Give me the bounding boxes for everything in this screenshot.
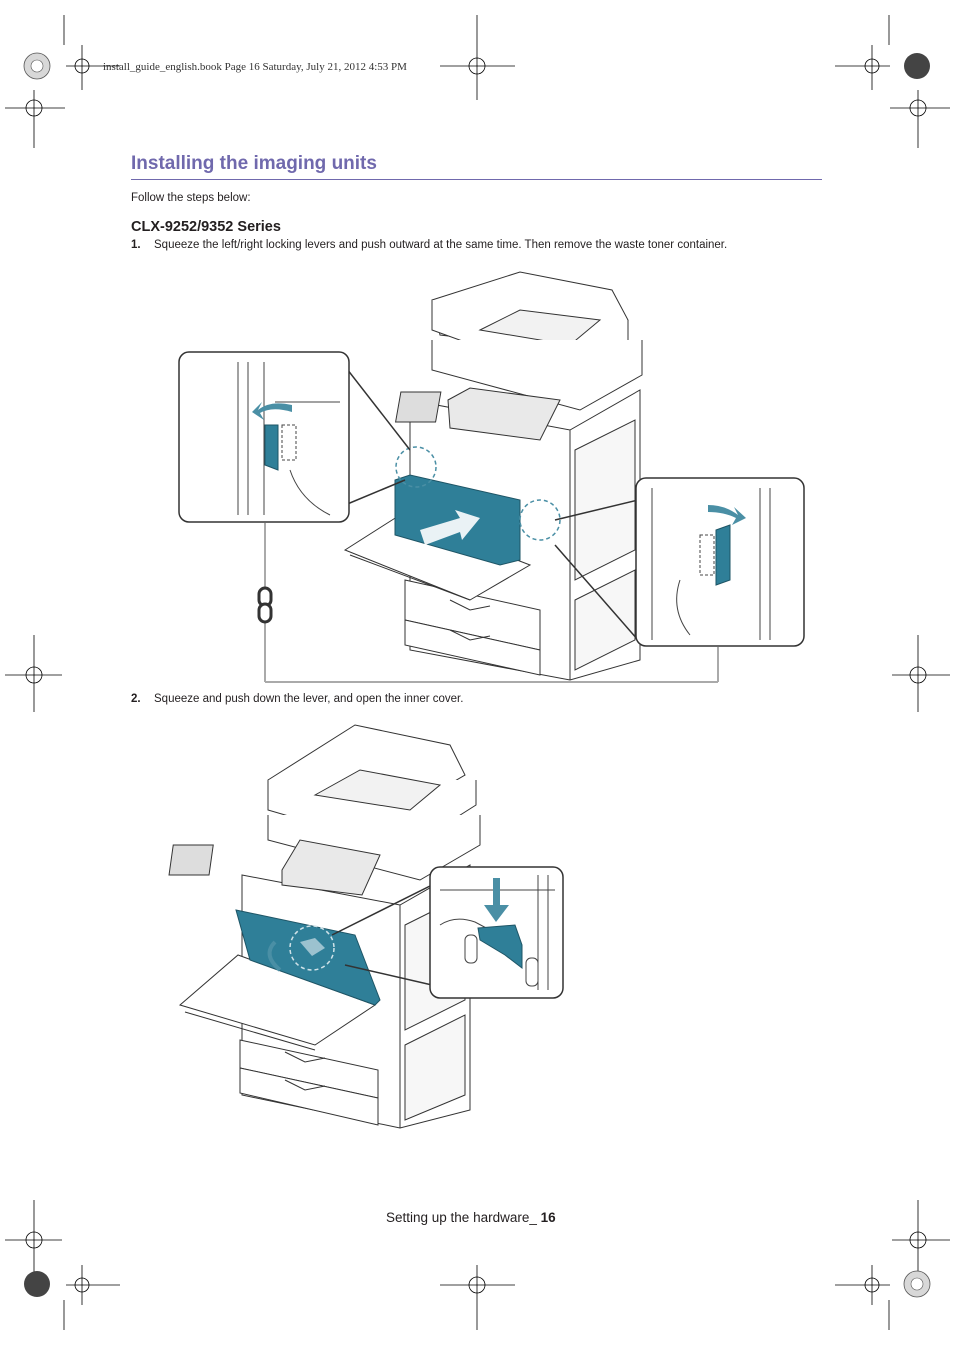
step-text: Squeeze and push down the lever, and ope… xyxy=(154,693,464,705)
file-stamp: install_guide_english.book Page 16 Satur… xyxy=(103,61,407,73)
chain-link-icon xyxy=(257,586,273,624)
step-text: Squeeze the left/right locking levers an… xyxy=(154,239,728,251)
step-number: 2. xyxy=(131,693,141,705)
page-footer: Setting up the hardware_ 16 xyxy=(386,1210,556,1225)
step-1: 1. Squeeze the left/right locking levers… xyxy=(131,239,727,251)
step-number: 1. xyxy=(131,239,141,251)
footer-label: Setting up the hardware_ xyxy=(386,1210,541,1225)
title-underline xyxy=(131,179,822,180)
intro-text: Follow the steps below: xyxy=(131,192,251,204)
page-number: 16 xyxy=(540,1210,556,1225)
model-subheading: CLX-9252/9352 Series xyxy=(131,219,281,235)
step-2: 2. Squeeze and push down the lever, and … xyxy=(131,693,463,705)
section-title: Installing the imaging units xyxy=(131,153,377,174)
